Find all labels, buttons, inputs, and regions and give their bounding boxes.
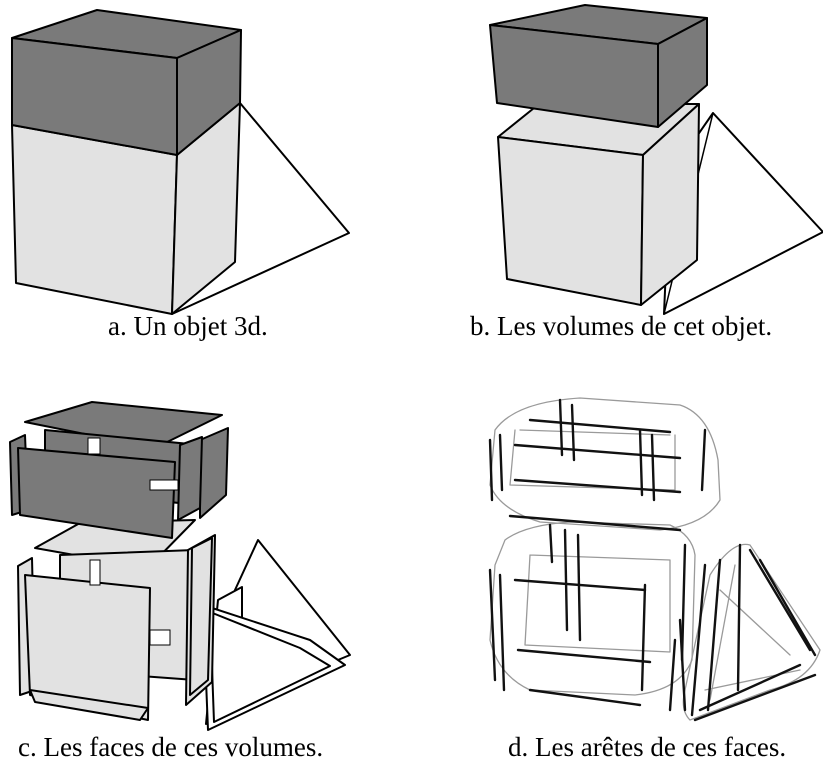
face-gap	[87, 437, 101, 455]
panel-a-drawing	[11, 9, 350, 315]
lower-volume-inner	[524, 554, 671, 653]
panel-b-drawing	[489, 4, 823, 315]
pyramid-inner	[704, 564, 801, 701]
panel-d: d. Les arêtes de ces faces.	[470, 390, 823, 780]
black-edges	[488, 398, 817, 722]
panel-c: c. Les faces de ces volumes.	[0, 390, 390, 780]
light-box-front	[497, 136, 644, 306]
dark-right-face	[199, 427, 229, 519]
pyramid-face-inner	[209, 611, 331, 723]
upper-box-side	[176, 29, 242, 156]
panel-d-drawing	[488, 397, 821, 722]
panel-c-drawing	[9, 401, 351, 731]
dark-box-front	[489, 24, 659, 128]
light-bottom-face	[29, 689, 149, 721]
upper-volume-inner	[509, 429, 676, 491]
caption-a: a. Un objet 3d.	[108, 311, 268, 341]
caption-d: d. Les arêtes de ces faces.	[508, 732, 787, 762]
face-gap	[149, 479, 179, 491]
caption-c: c. Les faces de ces volumes.	[18, 732, 324, 762]
upper-volume-outline	[489, 397, 721, 531]
panel-a: a. Un objet 3d.	[0, 0, 380, 380]
light-side-face-2	[189, 537, 213, 696]
light-front-face	[24, 574, 151, 721]
face-gap	[89, 559, 101, 586]
panel-b: b. Les volumes de cet objet.	[445, 0, 823, 380]
face-gap	[149, 629, 171, 646]
dark-box-side	[657, 17, 708, 128]
light-box-side	[640, 103, 700, 306]
lower-volume-outline	[489, 521, 696, 696]
dark-front-face	[17, 447, 176, 539]
caption-b: b. Les volumes de cet objet.	[470, 311, 773, 341]
dark-inner-right-face	[177, 436, 203, 521]
lower-box-front	[11, 124, 178, 315]
